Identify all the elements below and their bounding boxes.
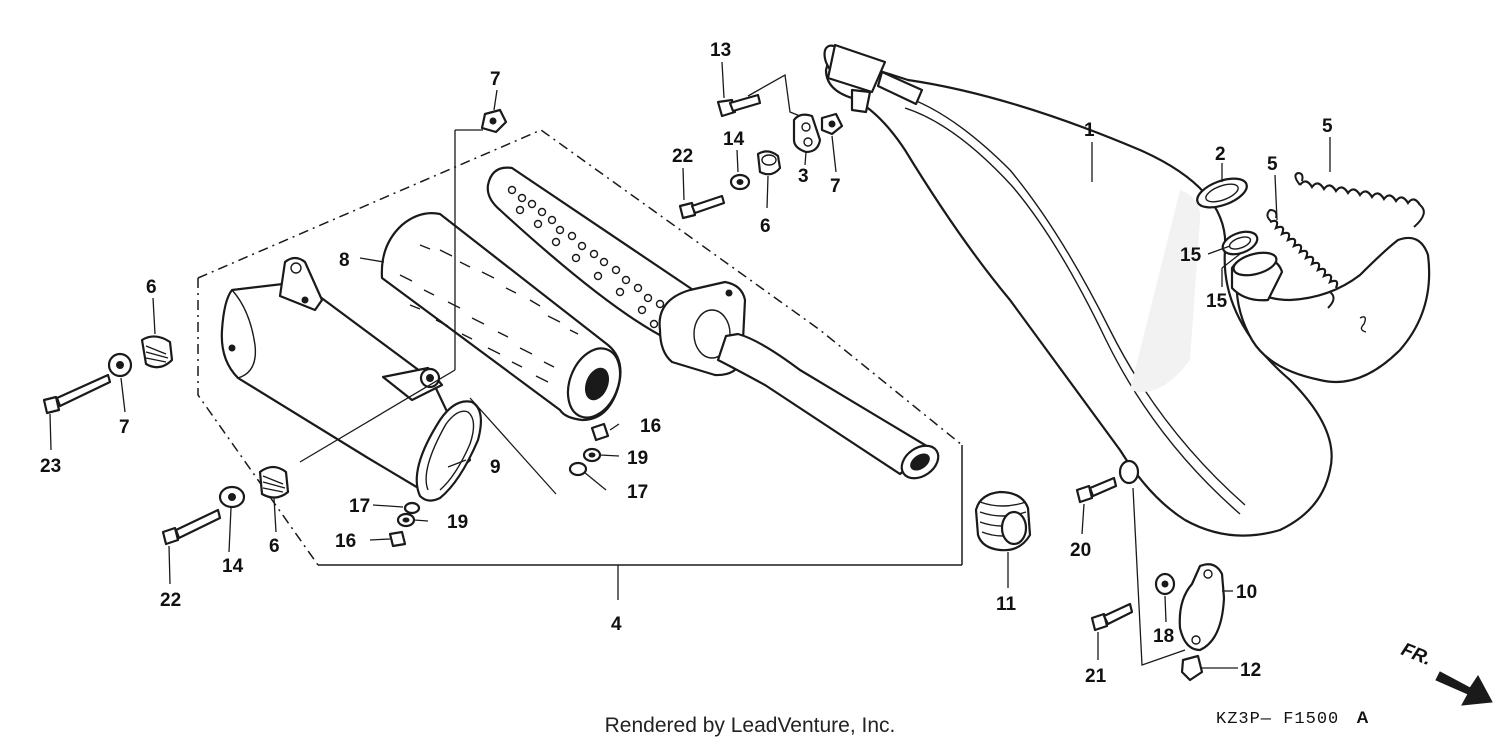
callout-2: 2 [1215,144,1226,165]
springs-5 [1266,171,1425,309]
callout-7a: 7 [490,69,501,90]
callout-22b: 22 [160,590,181,611]
hardware [42,73,1226,682]
callout-6c: 6 [269,536,280,557]
muffler-shell [220,256,483,502]
callout-8: 8 [339,250,350,271]
callout-7c: 7 [119,417,130,438]
callout-12: 12 [1240,660,1261,681]
callout-16b: 16 [335,531,356,552]
callout-17a: 17 [627,482,648,503]
expansion-chamber-1 [823,43,1431,537]
callout-14b: 14 [222,556,244,577]
callout-15b: 15 [1206,291,1228,312]
packing-8 [380,212,622,422]
gaskets [1196,177,1259,256]
callout-labels: 1 2 3 4 5 5 6 6 6 7 7 7 8 9 10 11 12 13 … [40,40,1333,687]
callout-9: 9 [490,457,501,478]
callout-11: 11 [996,594,1017,615]
callout-6a: 6 [760,216,771,237]
rendered-by-footer: Rendered by LeadVenture, Inc. [604,714,896,737]
front-arrow-label: FR. [1398,639,1434,670]
diagram-revision: A [1356,708,1370,727]
callout-21: 21 [1085,666,1107,687]
front-direction-indicator: FR. [1398,639,1493,706]
callout-19a: 19 [627,448,648,469]
callout-10: 10 [1236,582,1257,603]
callout-15a: 15 [1180,245,1202,266]
diagram-code-text: KZ3P— F1500 [1216,710,1340,729]
callout-14a: 14 [723,129,745,150]
callout-5b: 5 [1267,154,1278,175]
callout-3: 3 [798,166,809,187]
callout-17b: 17 [349,496,370,517]
callout-13: 13 [710,40,731,61]
callout-1: 1 [1084,120,1095,141]
callout-7b: 7 [830,176,841,197]
callout-6b: 6 [146,277,157,298]
perforation-holes [507,185,673,329]
leader-lines [359,137,1331,669]
callout-16a: 16 [640,416,661,437]
callout-23: 23 [40,456,61,477]
assembly-4-outline [197,129,963,600]
callout-4: 4 [611,614,622,635]
callout-18: 18 [1153,626,1174,647]
callout-22a: 22 [672,146,693,167]
callout-19b: 19 [447,512,468,533]
label-leaders [49,61,1167,660]
callout-20: 20 [1070,540,1091,561]
diagram-code: KZ3P— F1500 A [1216,708,1370,729]
perforated-tube [486,166,940,480]
callout-5a: 5 [1322,116,1333,137]
